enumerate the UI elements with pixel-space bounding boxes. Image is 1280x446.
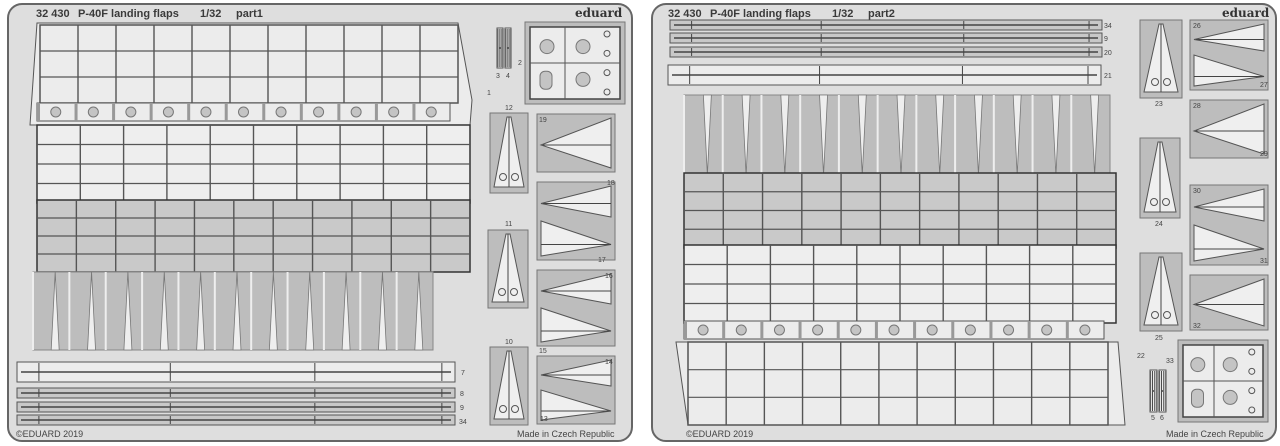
part-number: 32 <box>1193 323 1201 330</box>
part-number: 3 <box>496 73 500 80</box>
hole-row <box>36 102 451 122</box>
copyright: ©EDUARD 2019 <box>16 429 83 439</box>
part-number: 20 <box>1104 50 1112 57</box>
strips-5-6 <box>1149 369 1167 413</box>
part-number: 34 <box>1104 23 1112 30</box>
panel-grid <box>683 172 1117 249</box>
flap-part-1 <box>29 22 473 351</box>
part-number: 16 <box>605 273 613 280</box>
rib-triangle-pair <box>1189 99 1269 159</box>
part-number: 9 <box>1104 36 1108 43</box>
part-number: 7 <box>461 370 465 377</box>
fret-part1: 32 430 P-40F landing flaps 1/32 part1 eduard… <box>7 3 633 442</box>
part-number: 17 <box>598 257 606 264</box>
flap-ribs <box>683 94 1111 176</box>
rib-triangle-pair <box>536 355 616 425</box>
origin: Made in Czech Republic <box>517 429 615 439</box>
sheet-title: P-40F landing flaps <box>78 8 179 20</box>
part-number: 24 <box>1155 221 1163 228</box>
part-number: 8 <box>460 391 464 398</box>
panel-grid <box>39 24 459 104</box>
part-number: 13 <box>540 416 548 423</box>
strip-part <box>16 414 456 426</box>
hatch-panel <box>1177 339 1269 423</box>
sheet-part: part1 <box>236 8 263 20</box>
strip-part <box>504 27 512 69</box>
sheet-scale: 1/32 <box>832 8 853 20</box>
rib-triangle-pair <box>1189 19 1269 91</box>
part-number: 4 <box>506 73 510 80</box>
part-number: 18 <box>607 180 615 187</box>
part-number: 2 <box>518 60 522 67</box>
fret-part2: 32 430 P-40F landing flaps 1/32 part2 eduard… <box>651 3 1277 442</box>
part-number: 9 <box>460 405 464 412</box>
rib-triangle-vertical <box>1139 137 1181 219</box>
part-number: 28 <box>1193 103 1201 110</box>
part-number: 33 <box>1166 358 1174 365</box>
panel-grid <box>683 244 1117 324</box>
part-number: 5 <box>1151 415 1155 422</box>
sheet-title: P-40F landing flaps <box>710 8 811 20</box>
panel-grid <box>36 124 471 204</box>
strip-part <box>669 19 1103 31</box>
part-number: 12 <box>505 105 513 112</box>
copyright: ©EDUARD 2019 <box>686 429 753 439</box>
strip-part <box>669 46 1103 58</box>
strips-3-4 <box>496 27 512 69</box>
part-number: 1 <box>487 90 491 97</box>
hatch-panel <box>524 21 626 105</box>
hole-row <box>683 320 1105 340</box>
flap-ribs <box>32 271 434 351</box>
sheet-part: part2 <box>868 8 895 20</box>
rib-triangle-vertical <box>489 346 529 426</box>
rib-triangle-pair <box>536 113 616 173</box>
sheet-code: 32 430 <box>36 8 70 20</box>
part-number: 11 <box>505 221 512 228</box>
rib-triangle-pair <box>1189 184 1269 266</box>
strip-part <box>16 361 456 383</box>
sheet-code: 32 430 <box>668 8 702 20</box>
strip-part <box>667 64 1102 86</box>
strip-part <box>1158 369 1167 413</box>
strip-part <box>16 387 456 399</box>
part-number: 25 <box>1155 335 1163 342</box>
part-number: 31 <box>1260 258 1268 265</box>
brand-logo: eduard <box>575 6 623 20</box>
part-number: 29 <box>1260 151 1268 158</box>
origin: Made in Czech Republic <box>1166 429 1264 439</box>
rib-triangle-vertical <box>487 229 529 309</box>
part-number: 10 <box>505 339 513 346</box>
rib-triangle-vertical <box>1139 19 1183 99</box>
part-number: 27 <box>1260 82 1268 89</box>
rib-triangle-vertical <box>489 112 529 194</box>
part-number: 6 <box>1160 415 1164 422</box>
strip-part <box>16 401 456 413</box>
rib-triangle-pair <box>536 269 616 347</box>
part-number: 15 <box>539 348 547 355</box>
rib-triangle-pair <box>1189 274 1269 331</box>
strip-part <box>496 27 504 69</box>
part-number: 30 <box>1193 188 1201 195</box>
strip-part <box>669 32 1103 44</box>
panel-grid <box>687 341 1109 426</box>
brand-logo: eduard <box>1222 6 1270 20</box>
flap-part-2 <box>675 94 1126 426</box>
part-number: 22 <box>1137 353 1145 360</box>
part-number: 34 <box>459 419 467 426</box>
part-number: 26 <box>1193 23 1201 30</box>
part-number: 23 <box>1155 101 1163 108</box>
rib-triangle-vertical <box>1139 252 1183 332</box>
rib-triangle-pair <box>536 181 616 261</box>
strip-part <box>1149 369 1158 413</box>
panel-grid <box>36 199 471 273</box>
sheet-scale: 1/32 <box>200 8 221 20</box>
part-number: 14 <box>605 359 613 366</box>
part-number: 19 <box>539 117 547 124</box>
part-number: 21 <box>1104 73 1112 80</box>
